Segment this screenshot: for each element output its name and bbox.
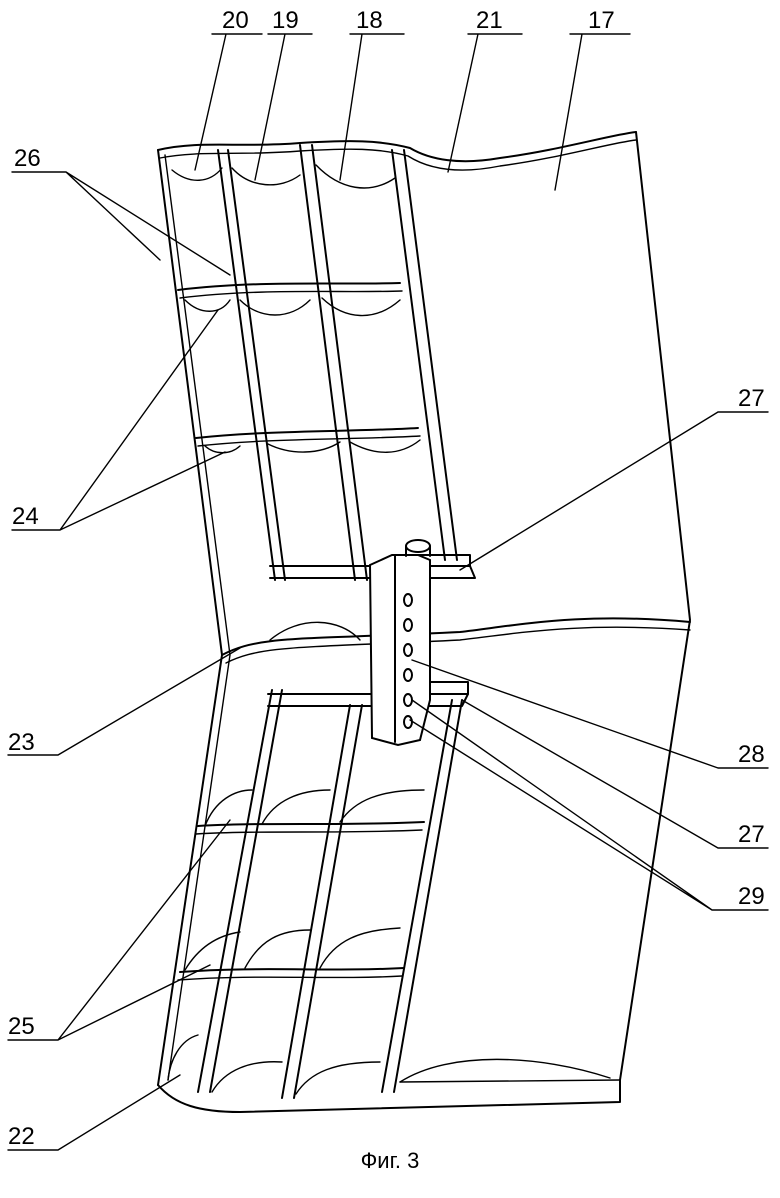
label-19: 19 bbox=[272, 7, 299, 34]
leader-lines bbox=[7, 33, 769, 1151]
figure-caption: Фиг. 3 bbox=[360, 1148, 420, 1173]
label-21: 21 bbox=[476, 7, 503, 34]
label-26: 26 bbox=[14, 145, 41, 172]
label-27-lower: 27 bbox=[738, 821, 765, 848]
label-20: 20 bbox=[222, 7, 249, 34]
label-23: 23 bbox=[8, 729, 35, 756]
ribs-upper bbox=[171, 164, 421, 454]
spars bbox=[197, 144, 463, 1099]
label-27-upper: 27 bbox=[738, 385, 765, 412]
ribs-lower bbox=[167, 789, 425, 1095]
label-29: 29 bbox=[738, 883, 765, 910]
label-25: 25 bbox=[8, 1013, 35, 1040]
label-24: 24 bbox=[12, 503, 39, 530]
label-18: 18 bbox=[356, 7, 383, 34]
label-17: 17 bbox=[588, 7, 615, 34]
label-28: 28 bbox=[738, 741, 765, 768]
wing-outline bbox=[157, 131, 691, 1113]
center-joint bbox=[221, 539, 691, 747]
label-22: 22 bbox=[8, 1123, 35, 1150]
